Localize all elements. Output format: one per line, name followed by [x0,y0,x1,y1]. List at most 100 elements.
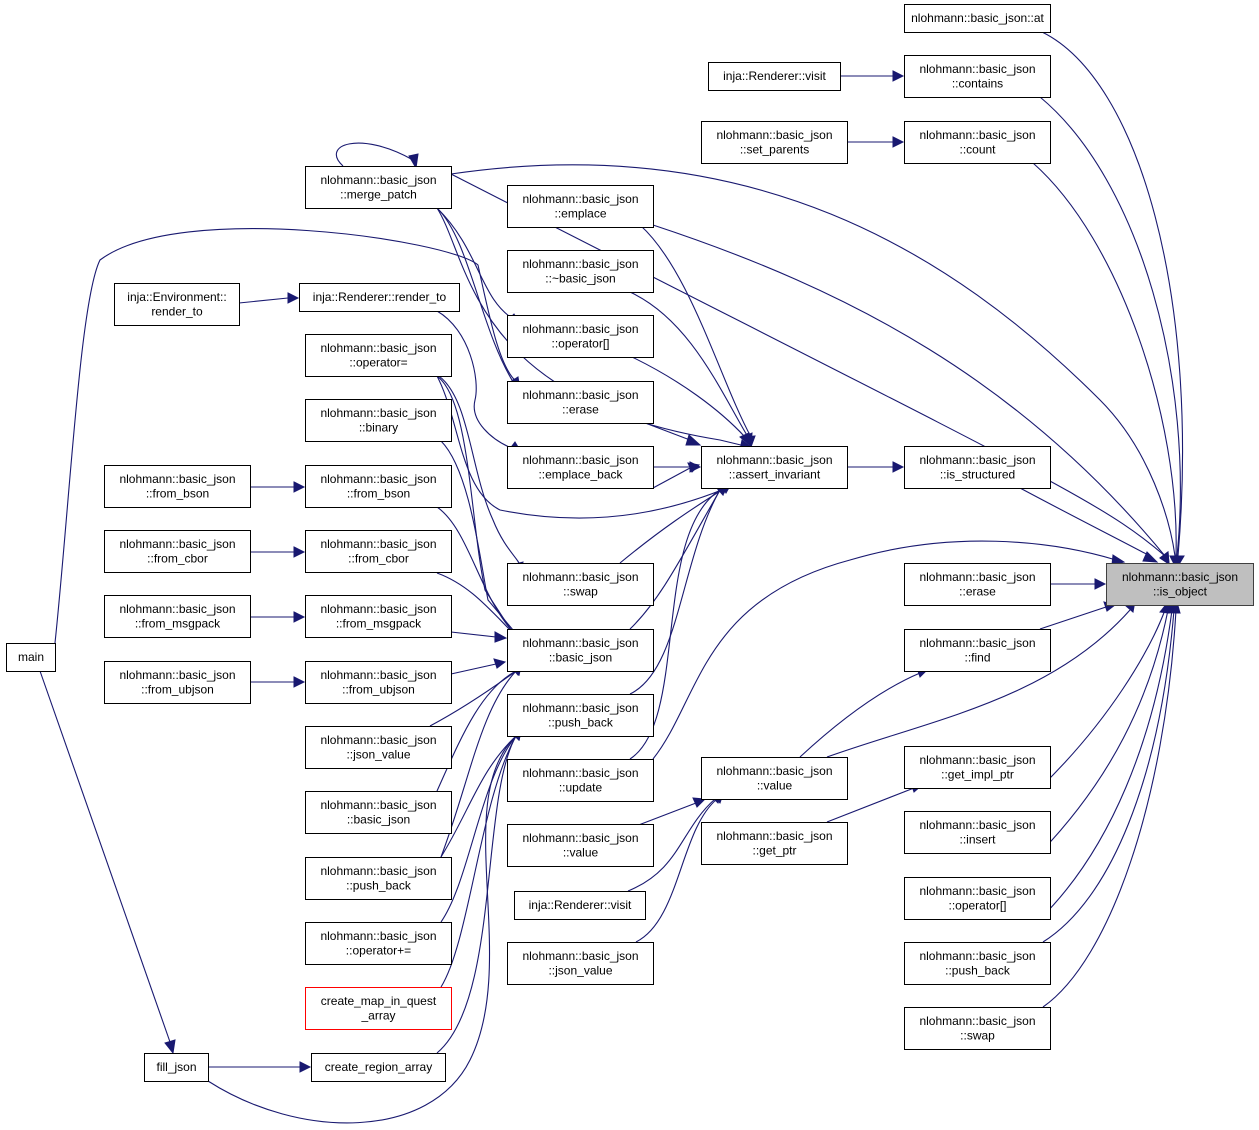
node-find[interactable]: nlohmann::basic_json::find [904,629,1051,672]
node-box[interactable] [514,891,646,920]
node-from-ubjson-l[interactable]: nlohmann::basic_json::from_ubjson [104,661,251,704]
node-box[interactable] [701,757,848,800]
node-box[interactable] [507,824,654,867]
node-from-cbor-l[interactable]: nlohmann::basic_json::from_cbor [104,530,251,573]
node-box[interactable] [6,643,56,672]
node-box[interactable] [104,595,251,638]
node-box[interactable] [507,563,654,606]
node-box[interactable] [305,922,452,965]
node-box[interactable] [305,726,452,769]
node-box[interactable] [904,629,1051,672]
node-box[interactable] [305,399,452,442]
node-box[interactable] [507,942,654,985]
node-at[interactable]: nlohmann::basic_json::at [904,4,1051,33]
node-box[interactable] [114,283,240,326]
node-insert[interactable]: nlohmann::basic_json::insert [904,811,1051,854]
node-box[interactable] [701,446,848,489]
node-box[interactable] [904,1007,1051,1050]
node-box[interactable] [904,746,1051,789]
node-contains[interactable]: nlohmann::basic_json::contains [904,55,1051,98]
node-box[interactable] [104,661,251,704]
node-basic-json-ctor[interactable]: nlohmann::basic_json::basic_json [507,629,654,672]
node-box[interactable] [507,381,654,424]
node-get-ptr[interactable]: nlohmann::basic_json::get_ptr [701,822,848,865]
node-renderer-render-to[interactable]: inja::Renderer::render_to [299,283,460,312]
node-box[interactable] [305,661,452,704]
node-basic-json-left[interactable]: nlohmann::basic_json::basic_json [305,791,452,834]
node-box[interactable] [299,283,460,312]
node-push-back-mid[interactable]: nlohmann::basic_json::push_back [507,694,654,737]
node-json-value-mid[interactable]: nlohmann::basic_json::json_value [507,942,654,985]
node-visit-mid[interactable]: inja::Renderer::visit [514,891,646,920]
node-erase-right[interactable]: nlohmann::basic_json::erase [904,563,1051,606]
node-value-center[interactable]: nlohmann::basic_json::value [701,757,848,800]
node-box[interactable] [507,315,654,358]
node-box[interactable] [305,857,452,900]
node-box[interactable] [1106,563,1254,606]
node-box[interactable] [104,530,251,573]
node-emplace[interactable]: nlohmann::basic_json::emplace [507,185,654,228]
node-push-back-right[interactable]: nlohmann::basic_json::push_back [904,942,1051,985]
node-count[interactable]: nlohmann::basic_json::count [904,121,1051,164]
node-fill-json[interactable]: fill_json [144,1053,209,1082]
node-env-render-to[interactable]: inja::Environment::render_to [114,283,240,326]
node-is-object[interactable]: nlohmann::basic_json::is_object [1106,563,1254,606]
node-create-map[interactable]: create_map_in_quest_array [305,987,452,1030]
node-box[interactable] [305,166,452,209]
node-box[interactable] [311,1053,446,1082]
node-box[interactable] [904,811,1051,854]
node-update[interactable]: nlohmann::basic_json::update [507,759,654,802]
node-box[interactable] [708,62,841,91]
node-box[interactable] [305,465,452,508]
node-json-value-left[interactable]: nlohmann::basic_json::json_value [305,726,452,769]
node-box[interactable] [144,1053,209,1082]
node-box[interactable] [507,694,654,737]
node-emplace-back[interactable]: nlohmann::basic_json::emplace_back [507,446,654,489]
node-is-structured[interactable]: nlohmann::basic_json::is_structured [904,446,1051,489]
node-main[interactable]: main [6,643,56,672]
node-erase-mid[interactable]: nlohmann::basic_json::erase [507,381,654,424]
node-value-mid[interactable]: nlohmann::basic_json::value [507,824,654,867]
node-box[interactable] [507,185,654,228]
node-swap-right[interactable]: nlohmann::basic_json::swap [904,1007,1051,1050]
node-from-ubjson-r[interactable]: nlohmann::basic_json::from_ubjson [305,661,452,704]
node-box[interactable] [701,121,848,164]
node-box[interactable] [305,530,452,573]
node-box[interactable] [904,4,1051,33]
node-from-msgpack-l[interactable]: nlohmann::basic_json::from_msgpack [104,595,251,638]
node-box[interactable] [305,595,452,638]
node-from-cbor-r[interactable]: nlohmann::basic_json::from_cbor [305,530,452,573]
node-create-region[interactable]: create_region_array [311,1053,446,1082]
node-box[interactable] [904,877,1051,920]
node-from-msgpack-r[interactable]: nlohmann::basic_json::from_msgpack [305,595,452,638]
node-box[interactable] [305,334,452,377]
node-box[interactable] [104,465,251,508]
node-box[interactable] [904,563,1051,606]
node-from-bson-r[interactable]: nlohmann::basic_json::from_bson [305,465,452,508]
node-operator-plus-eq[interactable]: nlohmann::basic_json::operator+= [305,922,452,965]
node-box[interactable] [305,791,452,834]
node-operator-assign[interactable]: nlohmann::basic_json::operator= [305,334,452,377]
node-box[interactable] [701,822,848,865]
node-box[interactable] [904,121,1051,164]
node-box[interactable] [904,446,1051,489]
node-set-parents[interactable]: nlohmann::basic_json::set_parents [701,121,848,164]
node-from-bson-l[interactable]: nlohmann::basic_json::from_bson [104,465,251,508]
node-dtor[interactable]: nlohmann::basic_json::~basic_json [507,250,654,293]
node-operator-idx-mid[interactable]: nlohmann::basic_json::operator[] [507,315,654,358]
node-box[interactable] [507,446,654,489]
node-merge-patch[interactable]: nlohmann::basic_json::merge_patch [305,166,452,209]
node-get-impl-ptr[interactable]: nlohmann::basic_json::get_impl_ptr [904,746,1051,789]
node-push-back-left[interactable]: nlohmann::basic_json::push_back [305,857,452,900]
node-box[interactable] [507,759,654,802]
node-box[interactable] [507,250,654,293]
node-binary[interactable]: nlohmann::basic_json::binary [305,399,452,442]
node-operator-idx-right[interactable]: nlohmann::basic_json::operator[] [904,877,1051,920]
node-visit-top[interactable]: inja::Renderer::visit [708,62,841,91]
node-swap-mid[interactable]: nlohmann::basic_json::swap [507,563,654,606]
node-assert-invariant[interactable]: nlohmann::basic_json::assert_invariant [701,446,848,489]
node-box[interactable] [904,942,1051,985]
node-box[interactable] [507,629,654,672]
node-box[interactable] [305,987,452,1030]
node-box[interactable] [904,55,1051,98]
